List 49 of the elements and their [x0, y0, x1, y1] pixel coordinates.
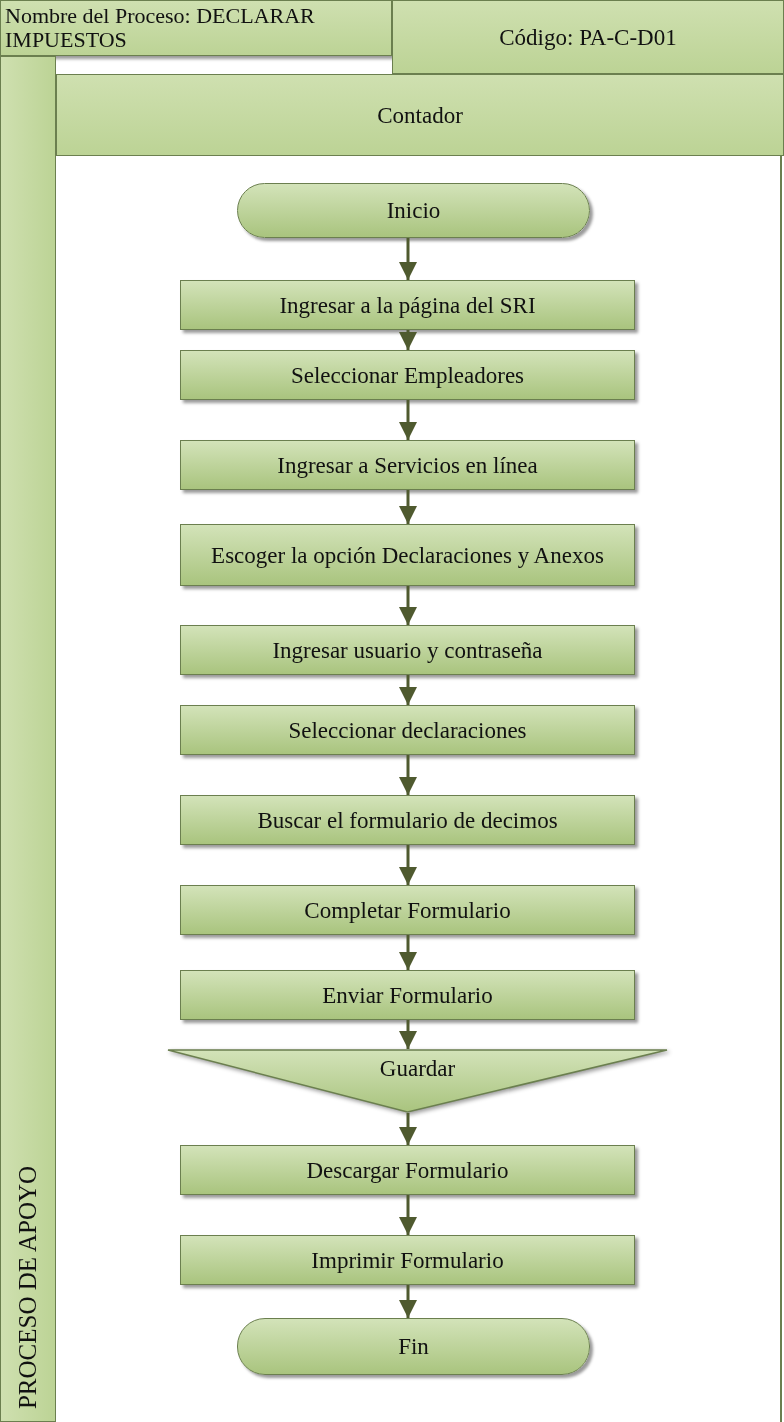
node-label: Enviar Formulario: [322, 981, 493, 1009]
process-box: [180, 280, 635, 330]
process-box: [180, 795, 635, 845]
arrow: [399, 490, 417, 524]
node-label: Ingresar a Servicios en línea: [277, 451, 538, 479]
process-box: [180, 440, 635, 490]
node-label: Seleccionar declaraciones: [288, 716, 527, 744]
node-label: Contador: [377, 101, 463, 129]
process-box: [180, 350, 635, 400]
header-box: [0, 0, 392, 56]
arrow: [399, 1285, 417, 1318]
arrow: [399, 330, 417, 350]
process-box: [180, 1145, 635, 1195]
arrow: [399, 845, 417, 885]
arrow: [399, 586, 417, 625]
terminal-shape: [237, 1318, 590, 1375]
process-box: [180, 970, 635, 1020]
node-label: Ingresar usuario y contraseña: [272, 636, 543, 664]
node-label: Descargar Formulario: [306, 1156, 509, 1184]
pool-label: PROCESO DE APOYO: [14, 1165, 42, 1410]
lane-header: [56, 74, 784, 156]
node-label: Escoger la opción Declaraciones y Anexos: [211, 541, 604, 569]
node-label: Código: PA-C-D01: [499, 23, 677, 51]
process-box: [180, 885, 635, 935]
arrow: [399, 1020, 417, 1049]
node-label: Seleccionar Empleadores: [290, 361, 525, 389]
node-label: Completar Formulario: [304, 896, 511, 924]
pool-band: [0, 56, 56, 1422]
node-label: Buscar el formulario de decimos: [257, 806, 558, 834]
arrow: [399, 1113, 417, 1145]
arrow: [399, 238, 417, 280]
process-box: [180, 705, 635, 755]
process-box: [180, 524, 635, 586]
node-label: Nombre del Proceso: DECLARAR IMPUESTOS: [5, 4, 316, 52]
terminal-shape: [237, 183, 590, 238]
arrow: [399, 935, 417, 970]
header-box: [392, 0, 784, 74]
node-label: Guardar: [379, 1055, 456, 1082]
arrow: [399, 755, 417, 795]
merge-triangle: [165, 1049, 670, 1113]
process-box: [180, 1235, 635, 1285]
node-label: Fin: [398, 1333, 429, 1360]
node-label: Imprimir Formulario: [311, 1246, 504, 1274]
node-label: Ingresar a la página del SRI: [279, 291, 536, 319]
arrow: [399, 1195, 417, 1235]
node-label: Inicio: [386, 197, 441, 224]
arrow: [399, 400, 417, 440]
process-box: [180, 625, 635, 675]
arrow: [399, 675, 417, 705]
